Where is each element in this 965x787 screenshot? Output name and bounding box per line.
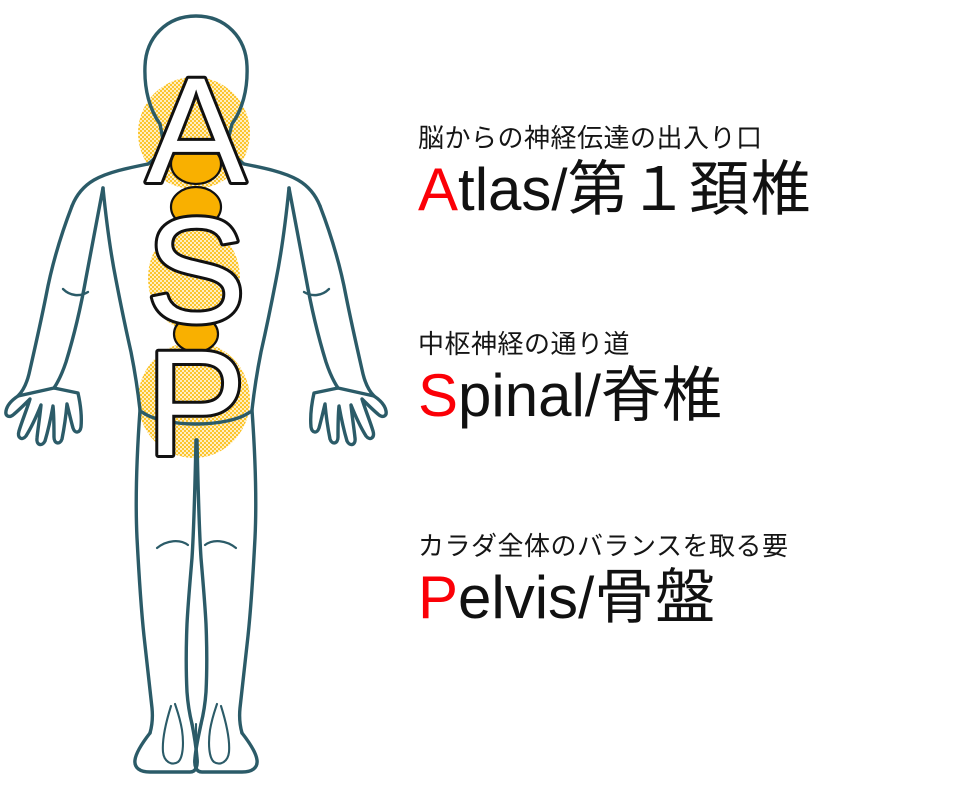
foot-right (193, 722, 259, 774)
arm-right-outer (318, 204, 376, 398)
torso-side-left (101, 186, 142, 412)
headline-rest-spinal: pinal (458, 362, 585, 430)
caption-atlas: 脳からの神経伝達の出入り口 (418, 123, 763, 153)
asp-letters: A S P (143, 43, 249, 490)
headline-rest-atlas: tlas (458, 156, 552, 224)
vertebra-disc-2 (169, 185, 223, 229)
arm-left-inner (52, 186, 105, 390)
headline-initial-spinal: S (418, 362, 459, 430)
torso-right-shoulder (242, 162, 322, 208)
letter-a-atlas: A (146, 46, 246, 214)
hand-right (309, 386, 388, 447)
leg-inner-left (184, 438, 198, 726)
human-figure-illustration: A S P (0, 0, 400, 787)
halftone-circle-spinal (148, 225, 240, 331)
neck-left (146, 136, 165, 166)
vertebra-discs (169, 142, 223, 354)
hand-left (4, 386, 83, 447)
headline-pelvis: Pelvis/骨盤 (418, 563, 965, 634)
body-outline (4, 14, 388, 774)
elbow-crease-left (61, 287, 90, 297)
headline-japanese-spinal: 脊椎 (600, 362, 723, 430)
achilles-left (161, 702, 184, 765)
text-column: 脳からの神経伝達の出入り口 Atlas/第１頚椎 中枢神経の通り道 Spinal… (408, 0, 965, 787)
text-block-pelvis: カラダ全体のバランスを取る要 Pelvis/骨盤 (418, 531, 965, 634)
leg-inner-right (195, 438, 209, 726)
text-block-spinal: 中枢神経の通り道 Spinal/脊椎 (418, 329, 965, 432)
achilles-right (208, 702, 231, 765)
highlight-circles (138, 77, 250, 458)
torso-left-shoulder (70, 162, 150, 208)
vertebra-disc-1 (169, 142, 223, 186)
letter-s-spinal: S (146, 186, 246, 354)
knee-crease-right (203, 540, 238, 550)
leg-left-outer (134, 408, 155, 735)
halftone-circle-atlas (138, 77, 250, 189)
vertebra-disc-3 (172, 314, 220, 354)
caption-pelvis: カラダ全体のバランスを取る要 (418, 531, 789, 561)
arm-right-inner (287, 186, 340, 390)
neck-right (227, 136, 246, 166)
headline-initial-atlas: A (418, 156, 459, 224)
leg-right-outer (237, 408, 258, 735)
headline-japanese-atlas: 第１頚椎 (567, 156, 812, 224)
text-block-atlas: 脳からの神経伝達の出入り口 Atlas/第１頚椎 (418, 123, 965, 226)
head-outline (143, 14, 249, 142)
headline-slash-atlas: / (551, 158, 568, 224)
headline-atlas: Atlas/第１頚椎 (418, 155, 965, 226)
arm-left-outer (16, 204, 74, 398)
headline-spinal: Spinal/脊椎 (418, 361, 965, 432)
headline-initial-pelvis: P (418, 564, 459, 632)
headline-rest-pelvis: elvis (458, 564, 579, 632)
letter-p-pelvis: P (146, 319, 246, 487)
foot-left (133, 722, 199, 774)
caption-spinal: 中枢神経の通り道 (418, 329, 631, 359)
knee-crease-left (155, 540, 190, 550)
torso-side-right (250, 186, 291, 412)
halftone-circle-pelvis (138, 342, 250, 458)
gluteal-crease (140, 410, 252, 426)
elbow-crease-right (302, 287, 331, 297)
headline-japanese-pelvis: 骨盤 (594, 564, 717, 632)
headline-slash-spinal: / (584, 364, 601, 430)
headline-slash-pelvis: / (578, 566, 595, 632)
